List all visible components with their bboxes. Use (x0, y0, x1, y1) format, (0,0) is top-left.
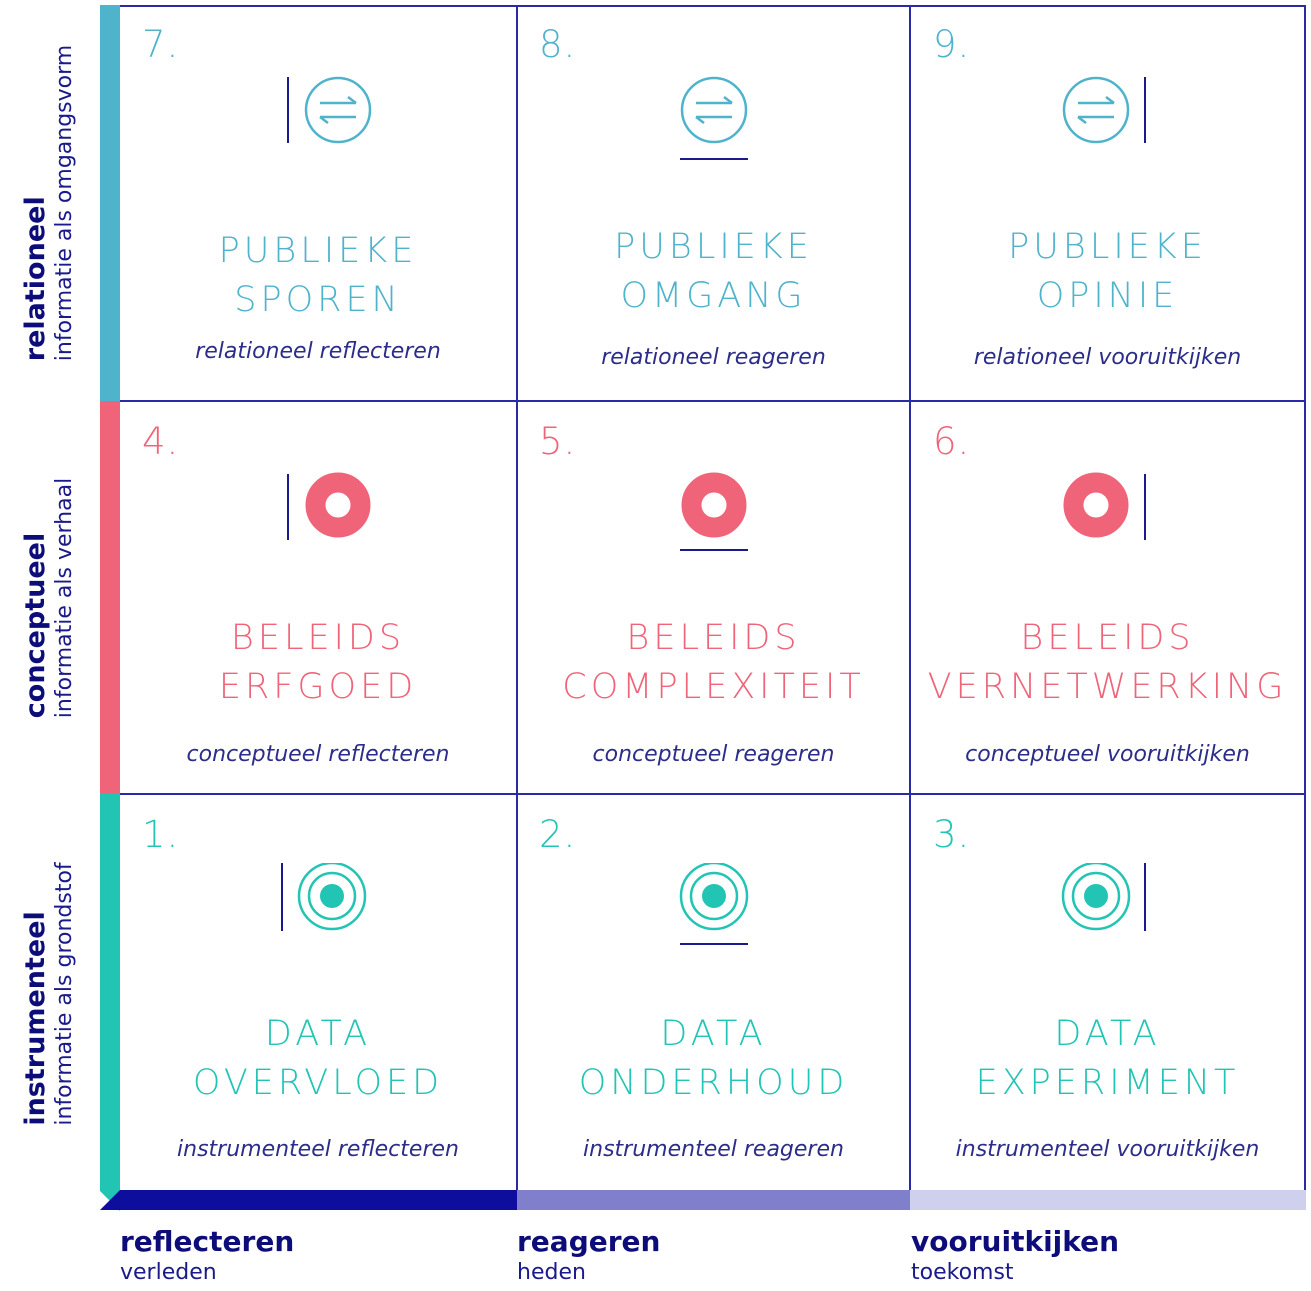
reageren-bar (517, 1190, 910, 1210)
cell-number: 8. (539, 23, 577, 66)
row-title: instrumenteel (20, 911, 51, 1126)
cell-subtitle: relationeel vooruitkijken (973, 345, 1242, 370)
relationeel-bar (100, 5, 120, 401)
vooruitkijken-bar (910, 1190, 1306, 1210)
row-description: informatie als verhaal (52, 477, 77, 718)
column-title: vooruitkijken (911, 1225, 1120, 1258)
cell-number: 4. (142, 420, 180, 463)
row-label-relationeel: relationeel informatie als omgangsvorm (0, 5, 100, 401)
cell-subtitle: relationeel reflecteren (195, 339, 441, 364)
cell-number: 9. (933, 23, 971, 66)
column-description: verleden (120, 1260, 217, 1285)
donut-icon (1063, 472, 1146, 540)
cell-subtitle: conceptueel vooruitkijken (965, 742, 1250, 767)
row-description: informatie als omgangsvorm (52, 44, 77, 362)
exchange-icon (679, 76, 748, 160)
cell-number: 7. (142, 23, 180, 66)
row-title: conceptueel (20, 532, 51, 718)
row-label-conceptueel: conceptueel informatie als verhaal (0, 401, 100, 794)
target-icon (281, 863, 367, 931)
target-icon (1061, 863, 1146, 931)
cell-number: 3. (933, 813, 971, 856)
row-label-instrumenteel: instrumenteel informatie als grondstof (0, 794, 100, 1194)
cell-number: 5. (539, 420, 577, 463)
cell-subtitle: conceptueel reflecteren (186, 742, 450, 767)
cell-number: 2. (539, 813, 577, 856)
cell-subtitle: conceptueel reageren (592, 742, 835, 767)
instrumenteel-bar (100, 794, 120, 1211)
reflecteren-bar (100, 1190, 517, 1210)
row-description: informatie als grondstof (52, 862, 77, 1126)
column-description: heden (517, 1260, 586, 1285)
exchange-icon (287, 76, 372, 144)
cell-number: 6. (933, 420, 971, 463)
row-title: relationeel (20, 196, 51, 362)
cell-subtitle: relationeel reageren (601, 345, 826, 370)
column-label-reageren: reageren heden (517, 1225, 660, 1287)
target-icon (679, 863, 748, 945)
exchange-icon (1062, 76, 1146, 144)
cell-subtitle: instrumenteel reflecteren (177, 1137, 459, 1162)
column-label-vooruitkijken: vooruitkijken toekomst (911, 1225, 1119, 1287)
conceptueel-bar (100, 401, 120, 794)
cell-subtitle: instrumenteel reageren (583, 1137, 844, 1162)
column-title: reflecteren (120, 1225, 295, 1258)
donut-icon (679, 472, 748, 551)
donut-icon (287, 472, 371, 540)
column-description: toekomst (911, 1260, 1014, 1285)
cell-number: 1. (142, 813, 180, 856)
column-label-reflecteren: reflecteren verleden (120, 1225, 294, 1287)
cell-subtitle: instrumenteel vooruitkijken (955, 1137, 1260, 1162)
column-title: reageren (517, 1225, 661, 1258)
